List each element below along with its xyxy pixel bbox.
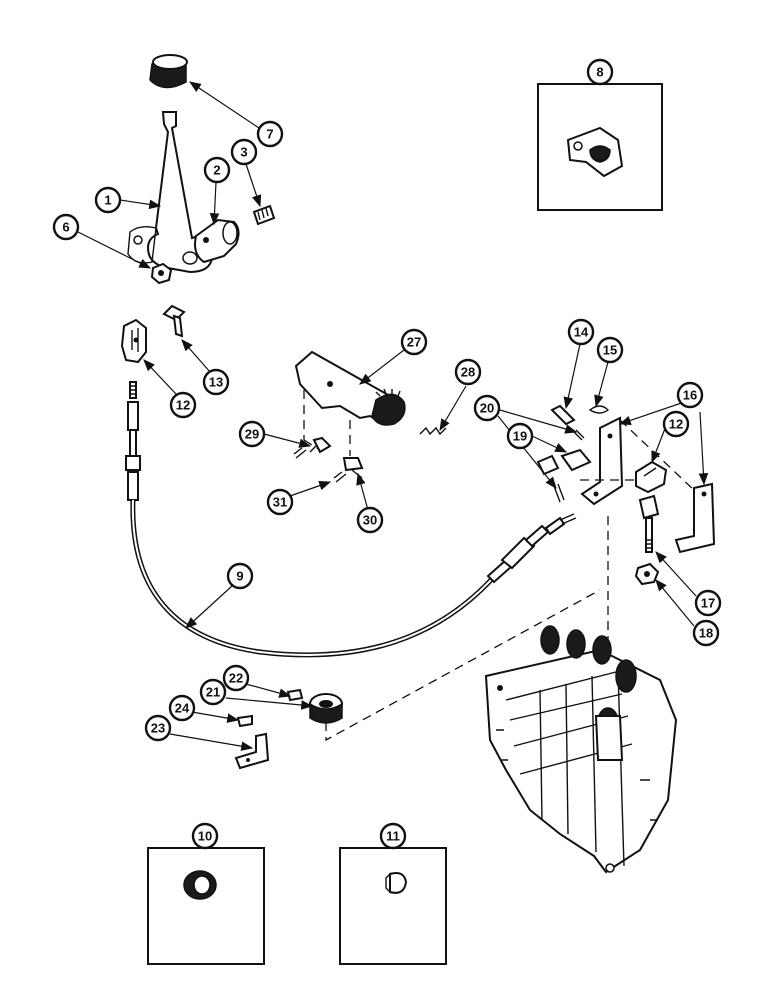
spring-part-28	[419, 426, 447, 436]
pin-part-31-upper	[293, 447, 307, 459]
svg-text:20: 20	[480, 401, 494, 416]
screw-part-22	[286, 688, 304, 702]
svg-text:22: 22	[229, 671, 243, 686]
callout-21: 21	[199, 678, 227, 706]
svg-text:17: 17	[701, 596, 715, 611]
svg-text:11: 11	[386, 829, 400, 844]
callout-6: 6	[52, 213, 80, 241]
clevis-part-12-left	[120, 318, 147, 364]
callout-31: 31	[266, 488, 294, 516]
lever-part-1	[127, 111, 214, 274]
callout-7: 7	[256, 120, 284, 148]
callout-12-right: 12	[662, 410, 690, 438]
callout-14: 14	[567, 318, 595, 346]
callout-22: 22	[222, 664, 250, 692]
detail-box-11	[339, 847, 447, 965]
callout-20: 20	[473, 394, 501, 422]
pin-part-31-lower	[333, 471, 347, 483]
bolt-part-30	[342, 457, 364, 479]
svg-text:31: 31	[273, 495, 287, 510]
screw-part-24	[236, 714, 253, 728]
bracket-part-23	[234, 732, 270, 770]
callout-11: 11	[379, 822, 407, 850]
svg-text:30: 30	[363, 513, 377, 528]
callout-1: 1	[94, 186, 122, 214]
svg-text:24: 24	[175, 701, 190, 716]
cotter-part-15	[588, 405, 610, 414]
callout-18: 18	[692, 619, 720, 647]
bracket-part-27	[294, 350, 406, 426]
svg-text:19: 19	[513, 429, 527, 444]
screw-part-3	[252, 204, 276, 226]
svg-text:1: 1	[104, 193, 111, 208]
callout-23: 23	[144, 714, 172, 742]
nut-part-18	[634, 562, 660, 586]
callout-13: 13	[202, 368, 230, 396]
control-valve-assembly	[484, 625, 678, 874]
bracket-part-16-right	[674, 482, 716, 554]
svg-text:10: 10	[198, 829, 212, 844]
svg-text:13: 13	[209, 375, 223, 390]
callout-19: 19	[506, 422, 534, 450]
callout-12-left: 12	[169, 391, 197, 419]
bushing-part-2	[194, 218, 240, 264]
svg-text:27: 27	[407, 335, 421, 350]
detail-box-8	[537, 83, 663, 211]
svg-text:12: 12	[669, 417, 683, 432]
svg-text:6: 6	[62, 220, 69, 235]
svg-text:28: 28	[461, 365, 475, 380]
cable-part-9	[125, 381, 577, 658]
callout-2: 2	[203, 156, 231, 184]
callout-17: 17	[694, 589, 722, 617]
callout-27: 27	[400, 328, 428, 356]
pin-part-13	[162, 304, 186, 338]
pin-part-19	[536, 448, 592, 476]
svg-text:23: 23	[151, 721, 165, 736]
callout-29: 29	[238, 420, 266, 448]
svg-text:16: 16	[683, 388, 697, 403]
svg-text:14: 14	[574, 325, 589, 340]
callout-15: 15	[596, 336, 624, 364]
svg-text:3: 3	[240, 145, 247, 160]
callout-30: 30	[356, 506, 384, 534]
knob-part-21	[309, 693, 343, 724]
callout-9: 9	[226, 562, 254, 590]
svg-text:21: 21	[206, 685, 220, 700]
callout-28: 28	[454, 358, 482, 386]
clevis-part-12-right	[635, 460, 668, 494]
svg-text:7: 7	[266, 127, 273, 142]
callout-16: 16	[676, 381, 704, 409]
rod-part-17	[638, 494, 660, 553]
svg-text:9: 9	[236, 569, 243, 584]
knob-part-7	[149, 54, 188, 89]
svg-text:8: 8	[596, 65, 603, 80]
svg-text:15: 15	[603, 343, 617, 358]
callout-3: 3	[230, 138, 258, 166]
svg-text:18: 18	[699, 626, 713, 641]
callout-24: 24	[168, 694, 196, 722]
svg-text:2: 2	[213, 163, 220, 178]
svg-text:12: 12	[176, 398, 190, 413]
callout-8: 8	[586, 58, 614, 86]
svg-text:29: 29	[245, 427, 259, 442]
callout-10: 10	[191, 822, 219, 850]
detail-box-10	[147, 847, 265, 965]
leader-lines	[73, 81, 709, 751]
nut-part-6	[150, 262, 173, 285]
pin-part-14	[550, 404, 576, 426]
